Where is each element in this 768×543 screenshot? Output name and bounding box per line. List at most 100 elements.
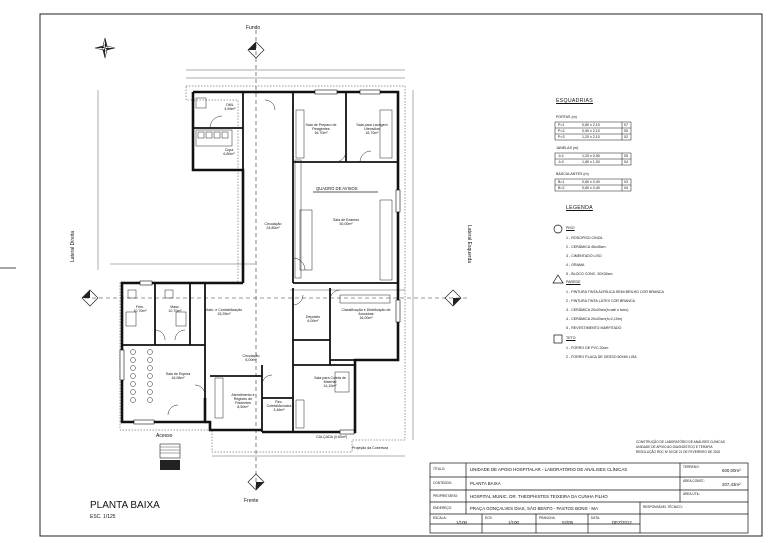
janelas-title: JANELAS (m)	[556, 146, 579, 150]
tb-titulo: UNIDADE DE APOIO HOSPITALAR - LABORATÓRI…	[470, 467, 628, 472]
basculante-row-2-qty: 04	[624, 186, 628, 190]
label-lateral-direita: Lateral Direita	[70, 230, 76, 262]
door-swings	[154, 99, 372, 416]
tb-conteudo: PLANTA BAIXA	[470, 481, 501, 486]
room-banheiro-masc: Masc.10,70m²	[168, 305, 182, 313]
tb-area-const: 207,43m²	[722, 482, 741, 487]
tb-area-util-label: ÁREA ÚTIL:	[683, 492, 701, 496]
note-line-1: CONSTRUÇÃO DE LABORATÓRIO DE ANÁLISES CL…	[636, 440, 725, 444]
porta-row-2-code: P=2	[558, 129, 565, 133]
legend-parede-2: 2 - PINTURA TINTA LÁTEX COR BRANCA	[566, 299, 635, 303]
legend-piso-3: 3 - CIMENTADO LISO	[566, 254, 602, 258]
label-quadro-avisos: QUADRO DE AVISOS	[316, 186, 358, 191]
legend-teto-1: 1 - FORRO DE PVC 20cm	[566, 346, 609, 350]
waiting-chairs	[130, 349, 153, 403]
north-arrow-icon	[94, 37, 116, 59]
title-block	[429, 462, 749, 534]
legend-piso-4: 4 - GRAMA	[566, 263, 585, 267]
janela-row-1-qty: 05	[624, 154, 628, 158]
tb-titulo-label: TÍTULO:	[433, 467, 446, 471]
legend-parede-1: 1 - PINTURA TINTA ACRÍLICA SEMI BRILHO C…	[566, 290, 664, 294]
label-calcada: CALÇADA (0,60m²)	[316, 435, 348, 439]
porta-row-3-code: P=3	[558, 135, 565, 139]
tb-ecs-label: ECS:	[485, 516, 493, 520]
room-banheiro-fem: Fem.10,70m²	[133, 305, 147, 313]
room-classificacao: Classificação e Distribuição de Amostras…	[341, 308, 391, 320]
portas-title: PORTAS (m)	[556, 115, 577, 119]
section-marker-bottom-icon	[247, 473, 265, 491]
tb-terreno: 600,00m²	[722, 468, 741, 473]
section-marker-right-icon	[444, 289, 462, 307]
windows	[119, 89, 401, 435]
tb-prancha-label: PRANCHA:	[539, 516, 556, 520]
label-acesso: Acesso	[156, 433, 173, 439]
legend-teto-title: TETO	[566, 336, 576, 340]
tb-escala-label: ESCALA:	[433, 516, 447, 520]
section-marker-left-icon	[81, 289, 99, 307]
tb-area-const-label: ÁREA CONST.:	[683, 479, 705, 483]
basculante-row-1-qty: 03	[624, 180, 628, 184]
janela-row-1-dims: 1,20 x 0,90	[582, 154, 600, 158]
janela-row-2-qty: 04	[624, 160, 628, 164]
label-frente: Frente	[244, 498, 259, 504]
tb-conteudo-label: CONTEÚDO:	[433, 481, 453, 485]
legend-piso-2: 2 - CERÂMICA 45x45cm	[566, 245, 606, 249]
tb-ecs: 1/100	[508, 520, 519, 525]
tb-terreno-label: TERRENO:	[683, 465, 700, 469]
drawing-title: PLANTA BAIXA	[90, 500, 160, 511]
legend-piso-title: PISO	[566, 226, 575, 230]
label-fundo: Fundo	[246, 25, 261, 31]
legend-parede-title: PAREDE	[566, 280, 581, 284]
basculante-row-2-dims: 0,60 x 0,40	[582, 186, 600, 190]
legend-teto-2: 2 - FORRO PLACA DE GESSO 60X60 LISA	[566, 355, 637, 359]
legend-piso-1: 1 - RODOPISO CINZA	[566, 236, 603, 240]
legend-parede-3: 3 - CERÂMICA 20x20cm(h=até o forro)	[566, 308, 629, 312]
note-line-2: UNIDADE DE APOIO AO DIAGNÓSTICO E TERAPI…	[636, 445, 713, 449]
tb-endereco-label: ENDEREÇO:	[433, 506, 452, 510]
tb-proprietario: HOSPITAL MUNIC. DR. THEOPHISTES TEIXEIRA…	[470, 494, 608, 499]
porta-row-3-qty: 02	[624, 135, 628, 139]
legend-title: LEGENDA	[566, 205, 593, 211]
schedule-title: ESQUADRIAS	[556, 98, 594, 104]
basculantes-title: BASCULANTES (m)	[556, 172, 589, 176]
basculante-row-1-dims: 0,60 x 0,40	[582, 180, 600, 184]
tb-endereco: PRAÇA GONÇALVES DIAS, SÃO BENTO - PASTOS…	[470, 506, 599, 511]
tb-data: DEZ/2012	[612, 520, 632, 525]
walls	[120, 90, 400, 434]
legend-piso-5: 5 - BLOCO CONC. 30X30cm	[566, 272, 613, 276]
janela-row-2-dims: 1,80 x 1,00	[582, 160, 600, 164]
legend-parede-5: 5 - REVESTIMENTO MARFITADO	[566, 326, 622, 330]
tb-escala: 1/100	[456, 520, 467, 525]
porta-row-2-qty: 05	[624, 129, 628, 133]
tb-prancha: 02/05	[562, 520, 573, 525]
schedule-tables	[554, 121, 632, 192]
tb-data-label: DATA:	[591, 516, 600, 520]
porta-row-1-code: P=1	[558, 123, 565, 127]
floor-symbol-icon	[553, 224, 563, 234]
porta-row-1-qty: 07	[624, 123, 628, 127]
label-projecao: Projeção da Cobertura	[352, 446, 389, 450]
ceiling-symbol-icon	[553, 334, 563, 344]
wall-symbol-icon	[552, 274, 564, 284]
label-lateral-esquerda: Lateral Esquerda	[466, 225, 472, 264]
janela-row-1-code: J=1	[558, 154, 564, 158]
roof-projection	[119, 85, 406, 453]
sheet-border	[39, 13, 763, 537]
legend-parede-4: 4 - CERÂMICA 20x20cm(h=2,10m)	[566, 317, 623, 321]
section-marker-top-icon	[247, 41, 265, 59]
porta-row-2-dims: 0,90 x 2,10	[582, 129, 600, 133]
janela-row-2-code: J=2	[558, 160, 564, 164]
